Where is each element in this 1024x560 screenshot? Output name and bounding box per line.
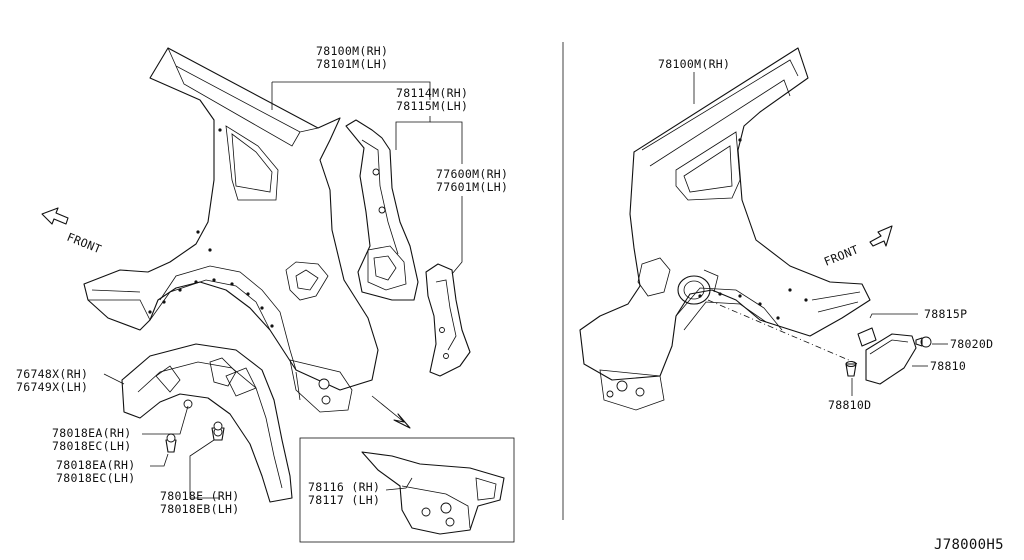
fuel-lid-bumper-78020d[interactable] (915, 336, 932, 348)
rear-lower-extension-panel[interactable] (361, 451, 505, 535)
rear-wheel-house-liner[interactable] (121, 343, 293, 503)
fuel-filler-pocket[interactable] (677, 269, 719, 305)
label-76748x-rh: 76748X(RH) (16, 367, 88, 381)
leader-lines-left (103, 81, 463, 499)
label-78115m-lh: 78115M(LH) (396, 99, 468, 113)
fuel-lid-clip-78810d[interactable] (845, 360, 857, 377)
label-78018eb-lh: 78018EB(LH) (160, 502, 239, 516)
label-78810: 78810 (930, 359, 966, 373)
label-78018ec-lh-1: 78018EC(LH) (52, 439, 131, 453)
label-78100m-rh-right: 78100M(RH) (658, 57, 730, 71)
rear-fender-outer-panel-lh[interactable] (83, 47, 379, 413)
rear-fender-outer-panel-rh[interactable] (579, 47, 871, 411)
label-front-left: FRONT (65, 230, 104, 257)
label-78114m-rh: 78114M(RH) (396, 86, 468, 100)
fuel-filler-lid[interactable] (865, 333, 917, 385)
assembly-line (707, 299, 859, 365)
clip-78018ea[interactable] (165, 433, 177, 453)
rear-pillar-inner-reinforcement[interactable] (345, 119, 419, 301)
rear-pillar-inner-panel[interactable] (425, 263, 471, 377)
label-78815p: 78815P (924, 307, 967, 321)
clip-78018e[interactable] (211, 421, 225, 441)
diagram-id: J78000H5 (934, 537, 1004, 553)
label-78100m-rh: 78100M(RH) (316, 44, 388, 58)
front-arrow-icon-rh (869, 225, 893, 247)
label-78101m-lh: 78101M(LH) (316, 57, 388, 71)
label-77601m-lh: 77601M(LH) (436, 180, 508, 194)
label-78810d: 78810D (828, 398, 871, 412)
label-front-right: FRONT (822, 242, 861, 269)
detail-arrow-icon (371, 395, 411, 429)
label-78116-rh: 78116 (RH) (308, 480, 380, 494)
label-78117-lh: 78117 (LH) (308, 493, 380, 507)
label-78018ea-rh-1: 78018EA(RH) (52, 426, 131, 440)
label-78020d: 78020D (950, 337, 993, 351)
front-arrow-icon (41, 207, 69, 225)
fuel-lid-hinge-78815p[interactable] (857, 327, 877, 347)
label-76749x-lh: 76749X(LH) (16, 380, 88, 394)
label-78018e-rh: 78018E (RH) (160, 489, 239, 503)
label-78018ec-lh-2: 78018EC(LH) (56, 471, 135, 485)
leader-lines-right (693, 72, 948, 396)
label-77600m-rh: 77600M(RH) (436, 167, 508, 181)
detail-inset (299, 437, 515, 543)
label-78018ea-rh-2: 78018EA(RH) (56, 458, 135, 472)
